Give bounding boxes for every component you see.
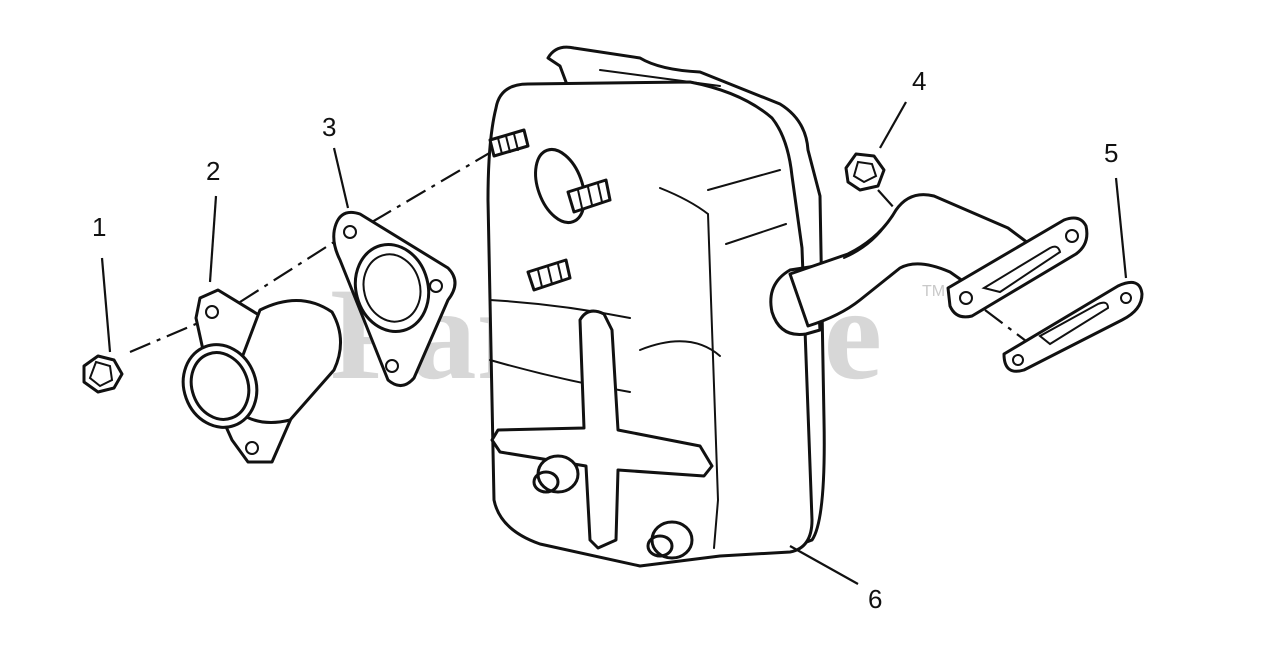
part-5-exhaust-pipe: [788, 193, 1089, 328]
callout-1: 1: [92, 212, 106, 242]
exhaust-pipe-gasket: [1002, 280, 1144, 373]
muffler-stud-top: [488, 128, 530, 158]
muffler-stud-lower: [526, 258, 572, 292]
callout-6: 6: [868, 584, 882, 614]
part-4-flange-nut: [844, 152, 886, 192]
callout-5: 5: [1104, 138, 1118, 168]
part-6-muffler: [486, 45, 826, 568]
part-2-exhaust-flange: [181, 288, 342, 464]
callout-3: 3: [322, 112, 336, 142]
callout-labels: 1 2 3 4 5 6: [92, 66, 1118, 614]
part-3-gasket: [332, 210, 457, 387]
leader-lines: [100, 101, 1128, 585]
muffler-drain-boss-left: [532, 454, 580, 494]
watermark-trademark: TM: [922, 283, 945, 300]
callout-4: 4: [912, 66, 926, 96]
muffler-drain-boss-right: [646, 520, 694, 560]
part-1-flange-nut: [82, 354, 124, 394]
callout-2: 2: [206, 156, 220, 186]
muffler-stud-middle: [566, 178, 612, 214]
